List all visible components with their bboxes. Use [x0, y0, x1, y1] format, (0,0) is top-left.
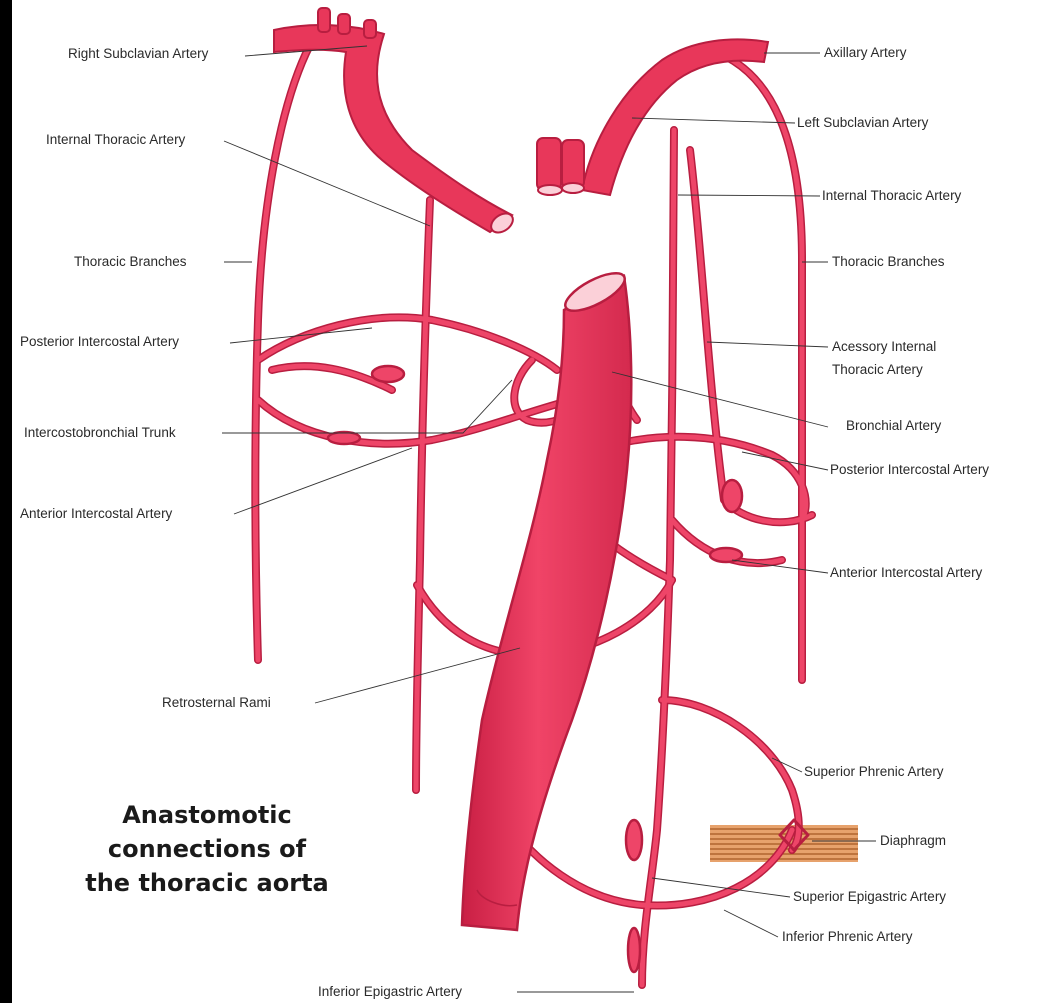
- label-accessory-internal-thoracic-artery-line1: Acessory Internal: [832, 339, 936, 355]
- label-inferior-phrenic-artery: Inferior Phrenic Artery: [782, 929, 913, 945]
- label-thoracic-branches-left: Thoracic Branches: [832, 254, 945, 270]
- label-superior-phrenic-artery: Superior Phrenic Artery: [804, 764, 944, 780]
- caption-line-1: Anastomotic: [52, 798, 362, 832]
- label-accessory-internal-thoracic-artery-line2: Thoracic Artery: [832, 362, 923, 378]
- label-axillary-artery: Axillary Artery: [824, 45, 907, 61]
- label-bronchial-artery: Bronchial Artery: [846, 418, 941, 434]
- label-internal-thoracic-artery-left: Internal Thoracic Artery: [822, 188, 961, 204]
- label-diaphragm: Diaphragm: [880, 833, 946, 849]
- label-superior-epigastric-artery: Superior Epigastric Artery: [793, 889, 946, 905]
- label-inferior-epigastric-artery: Inferior Epigastric Artery: [318, 984, 462, 1000]
- label-internal-thoracic-artery-right: Internal Thoracic Artery: [46, 132, 185, 148]
- label-left-subclavian-artery: Left Subclavian Artery: [797, 115, 928, 131]
- label-posterior-intercostal-artery-left: Posterior Intercostal Artery: [830, 462, 989, 478]
- label-intercostobronchial-trunk: Intercostobronchial Trunk: [24, 425, 176, 441]
- label-right-subclavian-artery: Right Subclavian Artery: [68, 46, 208, 62]
- diagram-canvas: Right Subclavian Artery Internal Thoraci…: [12, 0, 1037, 1003]
- label-posterior-intercostal-artery-right: Posterior Intercostal Artery: [20, 334, 179, 350]
- label-anterior-intercostal-artery-left: Anterior Intercostal Artery: [830, 565, 982, 581]
- label-thoracic-branches-right: Thoracic Branches: [74, 254, 187, 270]
- right-subclavian-trunk: [274, 8, 516, 236]
- caption-line-3: the thoracic aorta: [52, 866, 362, 900]
- label-anterior-intercostal-artery-right: Anterior Intercostal Artery: [20, 506, 172, 522]
- caption-title: Anastomotic connections of the thoracic …: [52, 798, 362, 900]
- label-retrosternal-rami: Retrosternal Rami: [162, 695, 271, 711]
- caption-line-2: connections of: [52, 832, 362, 866]
